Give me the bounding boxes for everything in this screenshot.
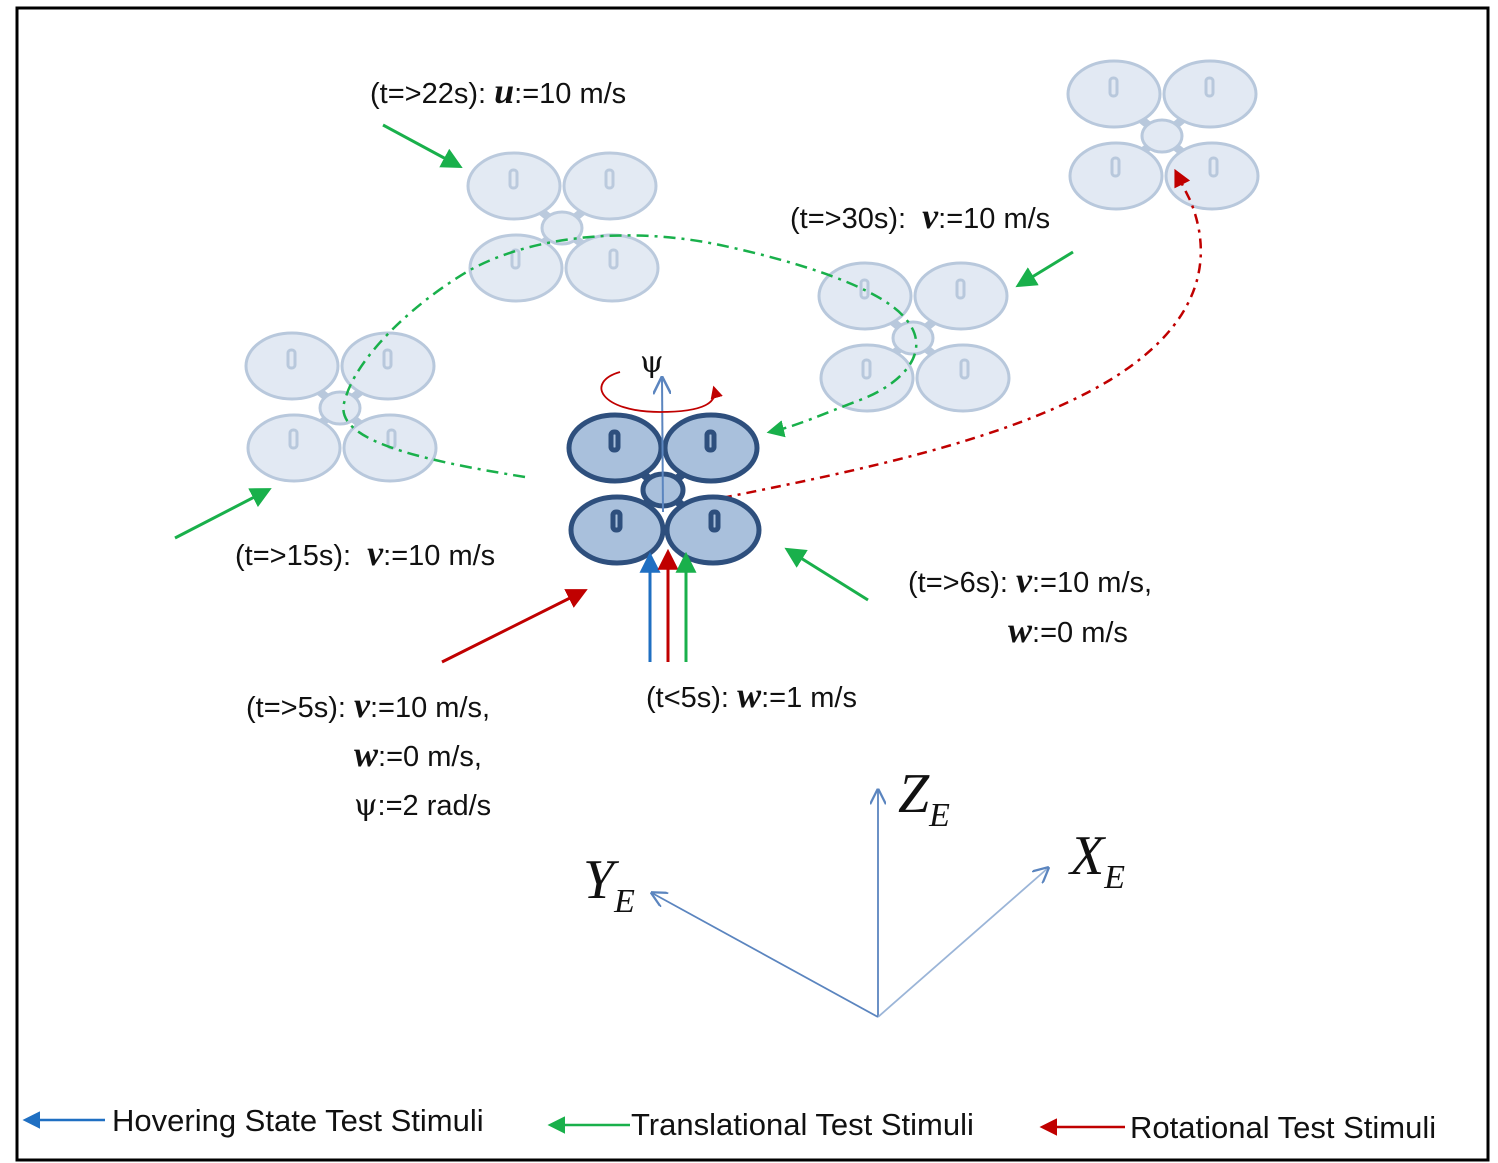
label-t6-line1: (t=>6s): v:=10 m/s,	[888, 560, 1164, 600]
quadrotor-t15	[246, 333, 436, 481]
label-t22: (t=>22s): u:=10 m/s	[370, 71, 626, 111]
arrow-t6	[784, 547, 869, 602]
legend-label-hovering: Hovering State Test Stimuli	[112, 1103, 484, 1138]
legend-item-rotational: Rotational Test Stimuli	[1039, 1110, 1436, 1145]
quadrotor-yaw-target	[1068, 61, 1258, 209]
yaw-symbol: ψ	[640, 345, 664, 380]
label-t5-line1: (t=>5s): v:=10 m/s,	[226, 685, 502, 725]
legend-label-rotational: Rotational Test Stimuli	[1130, 1110, 1436, 1145]
legend-item-hovering: Hovering State Test Stimuli	[22, 1103, 484, 1138]
yaw-axis	[662, 378, 663, 513]
quadrotor-t30	[819, 263, 1009, 411]
rotational-trajectory	[721, 168, 1202, 500]
legend: Hovering State Test Stimuli Translationa…	[22, 1103, 1436, 1145]
axis-y-label: YE	[583, 849, 635, 920]
label-t15: (t=>15s): v:=10 m/s	[215, 533, 507, 573]
yaw-rotation-arrow	[600, 371, 723, 413]
legend-item-translational: Translational Test Stimuli	[547, 1107, 974, 1142]
axis-z-label: ZE	[898, 763, 950, 834]
label-tlt5: (t<5s): w:=1 m/s	[626, 675, 869, 715]
arrow-t5	[441, 589, 588, 664]
legend-label-translational: Translational Test Stimuli	[631, 1107, 974, 1142]
quadrotor-t22	[468, 153, 658, 301]
axis-x-line	[877, 868, 1048, 1018]
quadrotor-main	[569, 415, 759, 563]
arrow-t15	[174, 488, 272, 540]
label-t5-line2: w:=0 m/s,	[354, 734, 482, 774]
arrow-t22	[382, 123, 463, 168]
axis-x-label: XE	[1068, 825, 1125, 896]
label-t6-line2: w:=0 m/s	[1008, 610, 1128, 650]
label-t30: (t=>30s): v:=10 m/s	[770, 196, 1062, 236]
label-t5-line3: ψ:=2 rad/s	[354, 788, 491, 823]
axis-y-line	[652, 893, 879, 1018]
arrow-t30	[1015, 250, 1074, 288]
diagram-frame	[15, 6, 1490, 1162]
